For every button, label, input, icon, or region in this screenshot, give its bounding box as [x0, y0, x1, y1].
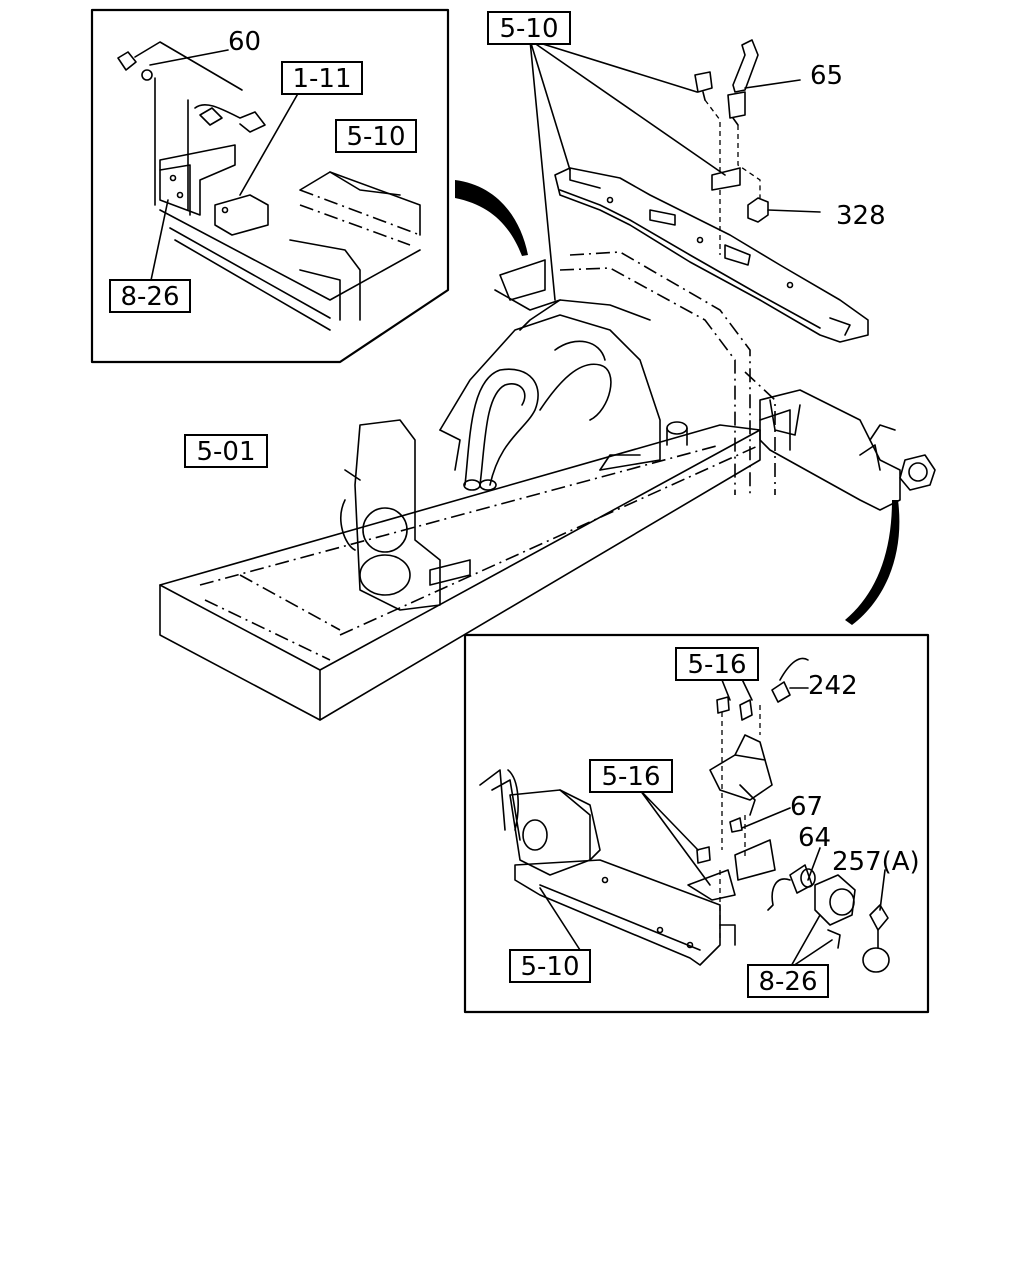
ref-label: 8-26: [120, 282, 179, 312]
callout-65: 65: [810, 61, 843, 91]
callout-64: 64: [798, 823, 831, 853]
ref-label: 1-11: [292, 64, 351, 94]
ref-label: 5-01: [196, 437, 255, 467]
ref-label: 8-26: [758, 967, 817, 997]
ref-box-5-10-inset: 5-10: [335, 119, 417, 153]
ref-box-8-26-bottom: 8-26: [747, 964, 829, 998]
callout-60: 60: [228, 27, 261, 57]
ref-box-5-16-a: 5-16: [675, 647, 759, 681]
callout-328: 328: [836, 201, 886, 231]
callout-67: 67: [790, 792, 823, 822]
pointer-arrow-top: [455, 180, 528, 256]
pointer-arrow-bottom: [845, 500, 900, 625]
ref-label: 5-16: [687, 650, 746, 680]
top-left-inset: [90, 8, 450, 364]
ref-box-5-16-b: 5-16: [589, 759, 673, 793]
ref-box-5-10-top: 5-10: [487, 11, 571, 45]
ref-box-1-11: 1-11: [281, 61, 363, 95]
callout-257a: 257(A): [832, 847, 920, 877]
callout-242: 242: [808, 671, 858, 701]
ref-label: 5-10: [520, 952, 579, 982]
ref-box-8-26-top: 8-26: [109, 279, 191, 313]
ref-label: 5-10: [346, 122, 405, 152]
main-frame-assembly: [159, 251, 936, 721]
bottom-right-inset: [463, 633, 930, 1014]
ref-label: 5-16: [601, 762, 660, 792]
ref-box-5-01: 5-01: [184, 434, 268, 468]
ref-label: 5-10: [499, 14, 558, 44]
crossmember-detail: [529, 39, 869, 343]
ref-box-5-10-bottom: 5-10: [509, 949, 591, 983]
